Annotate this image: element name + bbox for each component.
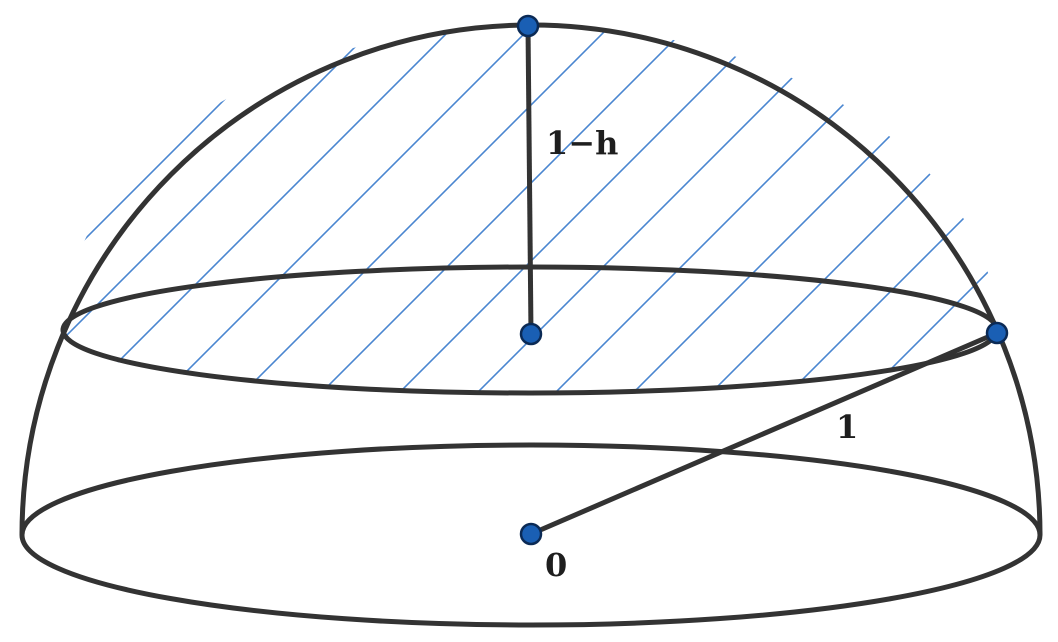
hatch-line — [63, 25, 501, 395]
rim-point — [985, 321, 1009, 345]
origin-point — [519, 522, 543, 546]
hatch-line — [63, 25, 111, 395]
hatch-line — [291, 25, 813, 395]
height-segment — [525, 25, 534, 335]
radius-label: 1 — [836, 408, 858, 446]
hatch-line — [837, 25, 997, 395]
hatch-line — [915, 25, 997, 395]
radius-segment — [530, 330, 998, 537]
hatch-line — [63, 25, 267, 395]
hatch-line — [63, 25, 423, 395]
hatch-line — [135, 25, 657, 395]
hatch-line — [63, 25, 345, 395]
top-point — [516, 14, 540, 38]
cap-center-point — [519, 322, 543, 346]
hatch-line — [0, 0, 32, 500]
origin-label: 0 — [545, 546, 567, 584]
hatch-line — [759, 25, 997, 395]
hatch-line — [681, 25, 997, 395]
hatch-line — [603, 25, 997, 395]
hatch-line — [63, 25, 579, 395]
hatch-line — [63, 25, 189, 395]
hatch-line — [213, 25, 735, 395]
height-label: 1−h — [546, 124, 618, 162]
hatch-line — [369, 25, 891, 395]
